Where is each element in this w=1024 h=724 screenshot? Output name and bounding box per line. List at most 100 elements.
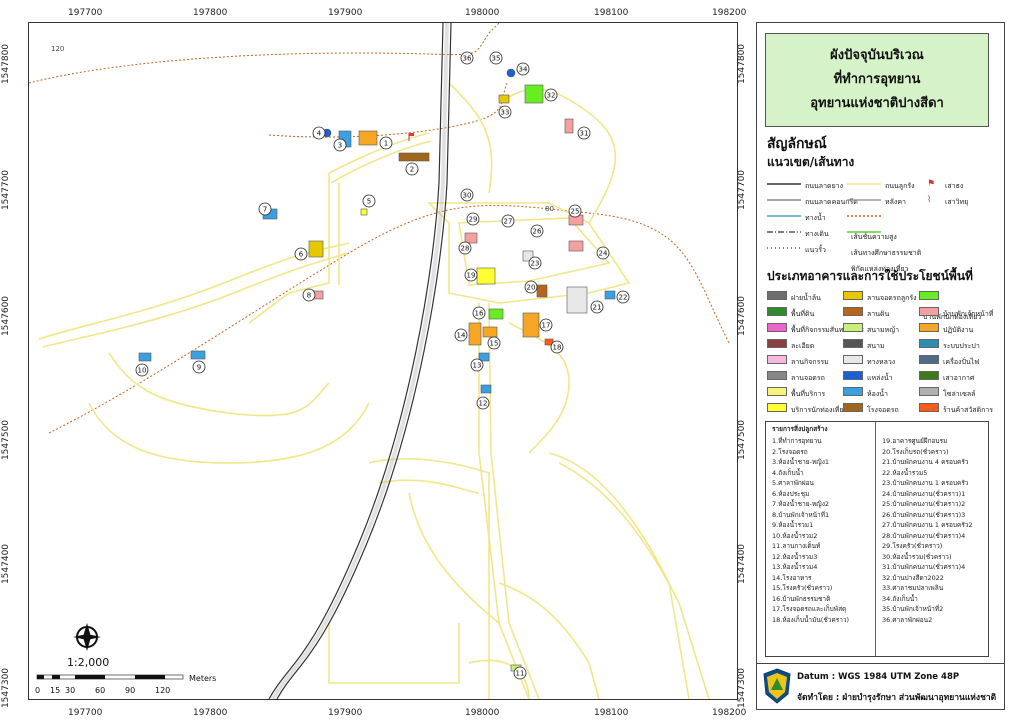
- landuse-label: บริการนักท่องเที่ยว: [791, 406, 848, 414]
- building-number-circle: [460, 51, 474, 65]
- landuse-label: ระบบประปา: [943, 342, 980, 350]
- building-number-label: 9: [197, 364, 201, 372]
- axis-tick-label: 198100: [594, 708, 629, 718]
- scale-bar-label: 30: [65, 686, 75, 695]
- landuse-legend-item: สนามหญ้า: [843, 317, 899, 336]
- highway: [276, 23, 452, 699]
- landuse-label: ฝายน้ำล้น: [791, 294, 821, 302]
- building-list-item: 36.ศาลาพักผ่อน2: [882, 615, 933, 624]
- landuse-swatch: [919, 355, 939, 364]
- building-list-item: 28.บ้านพักคนงาน(ชั่วคราว)4: [882, 531, 966, 540]
- axis-tick-label: 197900: [328, 708, 363, 718]
- line-legend-label: ถนนลาดคอนกรีต: [805, 198, 858, 206]
- building-number-label: 27: [504, 218, 513, 226]
- landuse-legend-item: บ้านพักเจ้าหน้าที่: [919, 301, 993, 320]
- building-tourist-house: [524, 84, 544, 104]
- building-number-label: 8: [307, 292, 311, 300]
- building-list-item: 14.โรงอาหาร: [772, 573, 812, 582]
- dirt-road: [248, 173, 330, 324]
- building-number-circle: [302, 288, 316, 302]
- scale-ratio: 1:2,000: [67, 656, 109, 669]
- line-legend-item: ถนนลาดคอนกรีต: [767, 189, 858, 208]
- axis-tick-label: 198000: [465, 708, 500, 718]
- building-number-label: 23: [531, 260, 540, 268]
- building-number-label: 3: [338, 142, 342, 150]
- building-number-circle: [466, 212, 480, 226]
- line-legend-label: แนวรั้ว: [805, 246, 826, 254]
- landuse-swatch: [767, 403, 787, 412]
- building-number-label: 15: [490, 340, 499, 348]
- building-number-circle: [476, 396, 490, 410]
- contour-label-120: 120: [51, 45, 64, 53]
- landuse-swatch: [767, 371, 787, 380]
- building-fish-pavilion: [498, 94, 510, 104]
- dirt-road: [488, 302, 540, 699]
- building-number-circle: [501, 214, 515, 228]
- landuse-label: ลานจอดรถลูกรัง: [867, 294, 917, 302]
- building-number-circle: [405, 162, 419, 176]
- building-number-label: 30: [463, 192, 472, 200]
- building-list-item: 3.ห้องน้ำชาย-หญิง1: [772, 458, 830, 466]
- map-canvas[interactable]: 1234567891011121314151617181920212223242…: [29, 23, 737, 699]
- landuse-label: บ้านพักเจ้าหน้าที่: [943, 310, 994, 318]
- building-list-item: 25.บ้านพักคนงาน(ชั่วคราว)2: [882, 500, 966, 508]
- axis-tick-label: 1547500: [1, 419, 12, 461]
- landuse-legend-item: ลานจอดรถ: [767, 365, 825, 384]
- landuse-swatch: [843, 403, 863, 412]
- landuse-label: พื้นที่ดิน: [791, 310, 815, 318]
- landuse-label: สนามหญ้า: [867, 326, 900, 334]
- legend-panel: ผังปัจจุบันบริเวณ ที่ทำการอุทยาน อุทยานแ…: [756, 22, 1005, 710]
- map-title: ผังปัจจุบันบริเวณ ที่ทำการอุทยาน อุทยานแ…: [765, 33, 989, 127]
- landuse-swatch: [767, 355, 787, 364]
- datum-label: Datum : WGS 1984 UTM Zone 48P: [797, 672, 960, 682]
- landuse-label: แหล่งน้ำ: [867, 374, 893, 382]
- scale-bar-label: 120: [155, 686, 170, 695]
- landuse-label: ลานดิน: [867, 310, 890, 318]
- building-number-label: 25: [571, 208, 580, 216]
- landuse-label: โซล่าเซลล์: [943, 390, 976, 398]
- building-number-label: 34: [519, 66, 528, 74]
- building-list-item: 13.ห้องน้ำรวม4: [772, 563, 818, 571]
- building-number-label: 4: [317, 130, 322, 138]
- landuse-label: พื้นที่บริการ: [791, 390, 826, 398]
- landuse-label: พื้นที่กิจกรรมสันทนาการ: [791, 326, 865, 334]
- building-number-label: 33: [501, 109, 510, 117]
- building-garage3: [536, 284, 548, 298]
- landuse-swatch: [919, 339, 939, 348]
- building-number-circle: [524, 280, 538, 294]
- landuse-legend-item: พื้นที่ดิน: [767, 301, 814, 320]
- building-number-circle: [528, 256, 542, 270]
- symbols-title: สัญลักษณ์: [767, 136, 827, 152]
- building-garage: [398, 152, 430, 162]
- landuse-swatch: [919, 307, 939, 316]
- landuse-swatch: [767, 291, 787, 300]
- building-number-label: 31: [580, 130, 589, 138]
- axis-tick-label: 1547300: [737, 667, 748, 709]
- building-list-item: 12.ห้องน้ำรวม3: [772, 552, 818, 561]
- landuse-legend-item: ละเอียด: [767, 333, 814, 352]
- building-garage2: [522, 312, 540, 338]
- point-legend-item: ⚑เสาธง: [927, 173, 963, 192]
- landuse-legend-item: โซล่าเซลล์: [919, 381, 975, 400]
- building-list-item: 29.โรงครัว(ชั่วคราว): [882, 542, 943, 550]
- building-restroom7: [478, 352, 490, 362]
- contour-line-80: [48, 204, 730, 434]
- building-number-label: 26: [533, 228, 542, 236]
- landuse-swatch: [843, 355, 863, 364]
- building-number-circle: [470, 358, 484, 372]
- line-legend-item: ถนนลูกรัง: [847, 173, 915, 192]
- building-number-circle: [539, 318, 553, 332]
- dirt-road: [88, 402, 370, 464]
- landuse-swatch: [843, 291, 863, 300]
- landuse-label: บ้านพักนักท่องเที่ยว: [923, 313, 982, 321]
- building-restroom6: [480, 384, 492, 394]
- line-legend-label: ทางน้ำ: [805, 214, 826, 222]
- landuse-legend-item: ปฏิบัติงาน: [919, 317, 973, 336]
- building-number-label: 35: [492, 55, 501, 63]
- building-worker-house5: [464, 232, 478, 244]
- landuse-legend-item: ลานจอดรถลูกรัง: [843, 285, 917, 304]
- building-number-circle: [379, 136, 393, 150]
